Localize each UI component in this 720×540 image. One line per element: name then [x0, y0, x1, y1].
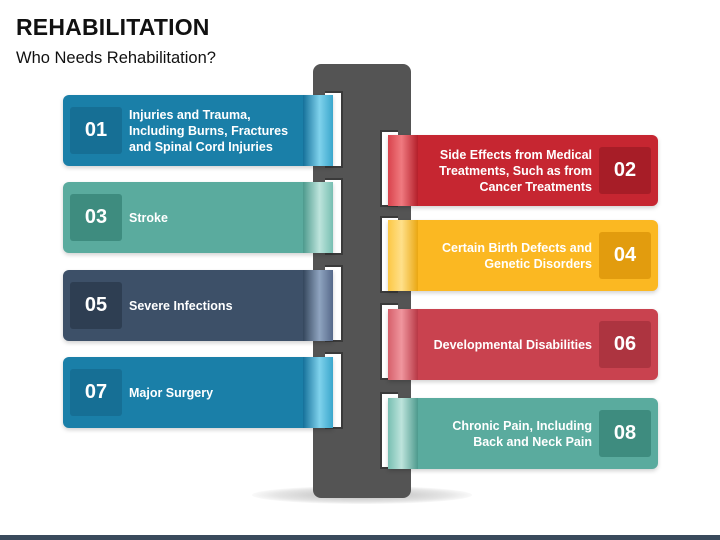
item-number: 03	[70, 194, 122, 241]
item-card-04: 04 Certain Birth Defects and Genetic Dis…	[388, 220, 658, 291]
item-number: 08	[599, 410, 651, 457]
item-card-08: 08 Chronic Pain, Including Back and Neck…	[388, 398, 658, 469]
item-card-01: 01 Injuries and Trauma, Including Burns,…	[63, 95, 333, 166]
item-card-03: 03 Stroke	[63, 182, 333, 253]
page-subtitle: Who Needs Rehabilitation?	[16, 49, 216, 67]
ribbon-fold	[388, 309, 418, 380]
item-number: 02	[599, 147, 651, 194]
ribbon-fold	[303, 182, 333, 253]
item-text: Stroke	[129, 210, 168, 225]
item-number: 01	[70, 107, 122, 154]
item-text: Certain Birth Defects and Genetic Disord…	[441, 240, 592, 271]
item-card-02: 02 Side Effects from Medical Treatments,…	[388, 135, 658, 206]
item-number: 06	[599, 321, 651, 368]
item-card-06: 06 Developmental Disabilities	[388, 309, 658, 380]
item-number: 04	[599, 232, 651, 279]
ribbon-fold	[303, 270, 333, 341]
ribbon-fold	[388, 220, 418, 291]
item-text: Severe Infections	[129, 298, 233, 313]
ribbon-fold	[303, 95, 333, 166]
item-text: Developmental Disabilities	[433, 337, 592, 352]
page-title: REHABILITATION	[16, 14, 210, 40]
item-text: Side Effects from Medical Treatments, Su…	[439, 147, 592, 194]
ribbon-fold	[388, 398, 418, 469]
ribbon-fold	[388, 135, 418, 206]
item-text: Major Surgery	[129, 385, 214, 400]
ribbon-fold	[303, 357, 333, 428]
footer-bar	[0, 535, 720, 540]
item-card-07: 07 Major Surgery	[63, 357, 333, 428]
item-number: 07	[70, 369, 122, 416]
item-text: Injuries and Trauma, Including Burns, Fr…	[129, 107, 289, 154]
item-card-05: 05 Severe Infections	[63, 270, 333, 341]
item-number: 05	[70, 282, 122, 329]
item-text: Chronic Pain, Including Back and Neck Pa…	[452, 418, 592, 449]
